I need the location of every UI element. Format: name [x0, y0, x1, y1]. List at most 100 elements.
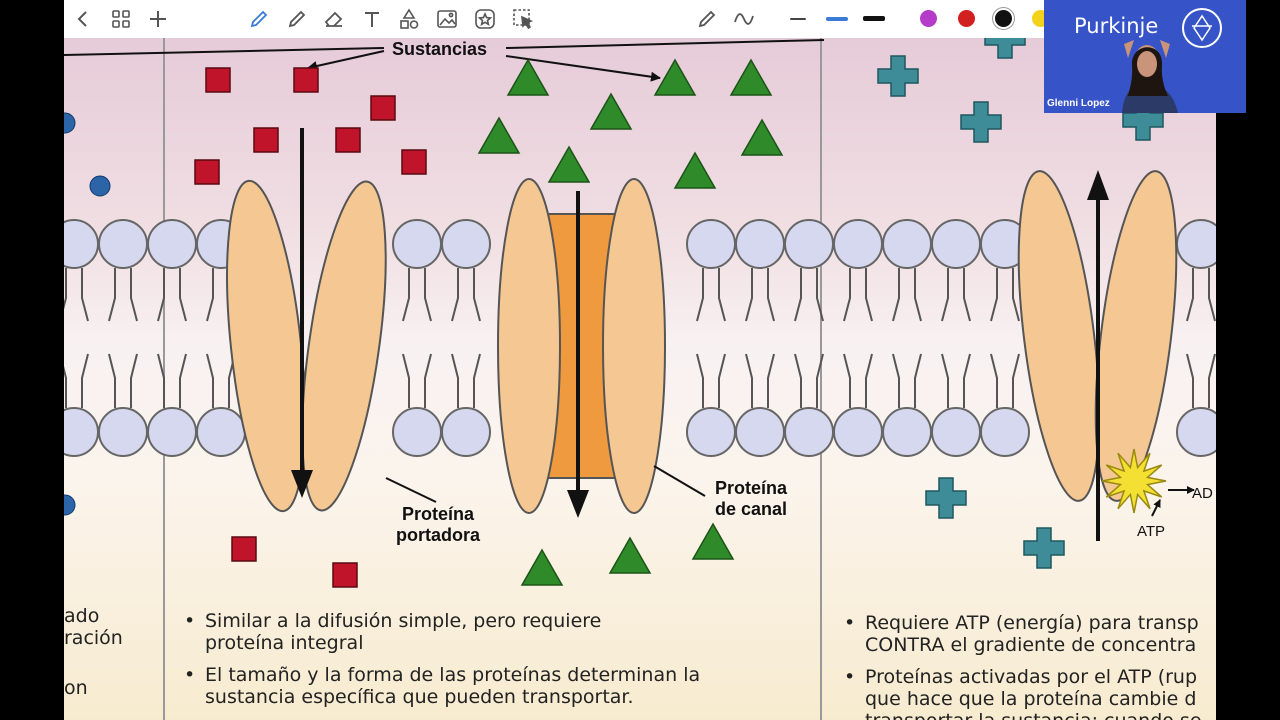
teal-cross-molecule [1122, 99, 1164, 141]
phospholipid-head [1176, 219, 1216, 269]
lipid-tail [64, 365, 67, 408]
pencil-icon[interactable] [284, 6, 310, 32]
lipid-tail [451, 353, 459, 408]
phospholipid-head [735, 407, 785, 457]
lipid-tail [130, 268, 138, 322]
phospholipid-head [833, 219, 883, 269]
channel-protein-label: Proteína de canal [715, 478, 788, 519]
highlighter-icon[interactable] [694, 6, 720, 32]
bullet-item: El tamaño y la forma de las proteínas de… [181, 664, 700, 708]
color-purple-swatch[interactable] [920, 10, 937, 27]
lipid-tail [892, 353, 900, 408]
video-logo-text: Purkinje [1074, 14, 1159, 38]
purkinje-logo-icon [1182, 8, 1222, 48]
molecules [64, 38, 1164, 588]
membrane-transport-diagram [64, 38, 1216, 720]
carrier-protein-label: Proteína portadora [396, 504, 481, 545]
lipid-tail [473, 268, 481, 322]
lipid-tail [794, 268, 802, 322]
lipid-tail [108, 353, 116, 408]
facilitated-diffusion-bullets: Similar a la difusión simple, pero requi… [181, 610, 700, 718]
green-triangle-molecule [729, 58, 773, 96]
lipid-tail [816, 353, 824, 408]
toolbar [64, 0, 1049, 39]
pen-icon[interactable] [246, 6, 272, 32]
carrier-protein-right-subunit [301, 180, 387, 512]
sticker-icon[interactable] [472, 6, 498, 32]
line-width-thick[interactable] [863, 16, 885, 21]
participant-video-tile[interactable]: Purkinje Glenni Lopez [1044, 0, 1246, 113]
image-icon[interactable] [434, 6, 460, 32]
lipid-tail [941, 353, 949, 408]
pump-protein-left-subunit [1017, 170, 1101, 502]
lipid-tail [745, 268, 753, 322]
phospholipid-head [392, 407, 442, 457]
phospholipid-head [784, 219, 834, 269]
phospholipid-head [147, 407, 197, 457]
channel-protein-left-subunit [497, 178, 561, 514]
phospholipid-head [931, 219, 981, 269]
teal-cross-molecule [984, 38, 1026, 59]
eraser-icon[interactable] [321, 6, 347, 32]
substances-pointer-line-left [64, 47, 385, 56]
teal-cross-molecule [925, 477, 967, 519]
lipid-tail [963, 268, 971, 322]
atp-label: ATP [1137, 523, 1166, 540]
lipid-tail [1208, 353, 1216, 408]
red-square-molecule [370, 95, 396, 121]
lipid-tail [696, 268, 704, 322]
phospholipid-head [882, 219, 932, 269]
back-icon[interactable] [70, 6, 96, 32]
phospholipid-head [931, 407, 981, 457]
red-square-molecule [205, 67, 231, 93]
text-icon[interactable] [359, 6, 385, 32]
lipid-tail [794, 353, 802, 408]
active-transport-bullets: Requiere ATP (energía) para transpCONTRA… [841, 612, 1202, 720]
line-width-medium[interactable] [826, 17, 848, 21]
lipid-tail [81, 353, 89, 408]
lipid-tail [157, 353, 165, 408]
green-triangle-molecule [506, 58, 550, 96]
lipid-tail [1012, 353, 1020, 408]
red-square-molecule [231, 536, 257, 562]
participant-name: Glenni Lopez [1047, 98, 1110, 109]
green-triangle-molecule [520, 548, 564, 586]
left-panel-text: ado ración on [64, 605, 123, 699]
lipid-tail [892, 268, 900, 322]
phospholipid-head [735, 219, 785, 269]
lipid-tail [1186, 268, 1194, 322]
adp-label: AD [1192, 485, 1213, 502]
lipid-tail [718, 353, 726, 408]
bullet-item: Requiere ATP (energía) para transpCONTRA… [841, 612, 1202, 656]
channel-label-leader [653, 465, 706, 497]
green-triangle-molecule [653, 58, 697, 96]
lipid-tail [1208, 268, 1216, 322]
phospholipid-head [441, 407, 491, 457]
lipid-tail [402, 353, 410, 408]
phospholipid-head [833, 407, 883, 457]
lipid-tail [865, 268, 873, 322]
teal-cross-molecule [960, 101, 1002, 143]
substances-label: Sustancias [392, 39, 488, 59]
lasso-icon[interactable] [510, 6, 536, 32]
color-red-swatch[interactable] [958, 10, 975, 27]
lipid-tail [843, 268, 851, 322]
color-black-swatch[interactable] [995, 10, 1012, 27]
red-square-molecule [332, 562, 358, 588]
line-width-thin[interactable] [790, 18, 806, 20]
carrier-arrow-head [291, 470, 313, 498]
participant-video-feed [1044, 0, 1246, 113]
lipid-tail [179, 353, 187, 408]
grid-icon[interactable] [108, 6, 134, 32]
green-triangle-molecule [547, 145, 591, 183]
lipid-tail [745, 353, 753, 408]
blue-circle-molecule [64, 112, 76, 134]
phospholipid-head [98, 407, 148, 457]
phospholipid-head [686, 407, 736, 457]
add-icon[interactable] [145, 6, 171, 32]
squiggle-icon[interactable] [731, 6, 757, 32]
bullet-item: Similar a la difusión simple, pero requi… [181, 610, 700, 654]
slide-canvas[interactable]: Sustancias Proteína portadora Proteína d… [64, 38, 1216, 720]
shapes-icon[interactable] [396, 6, 422, 32]
